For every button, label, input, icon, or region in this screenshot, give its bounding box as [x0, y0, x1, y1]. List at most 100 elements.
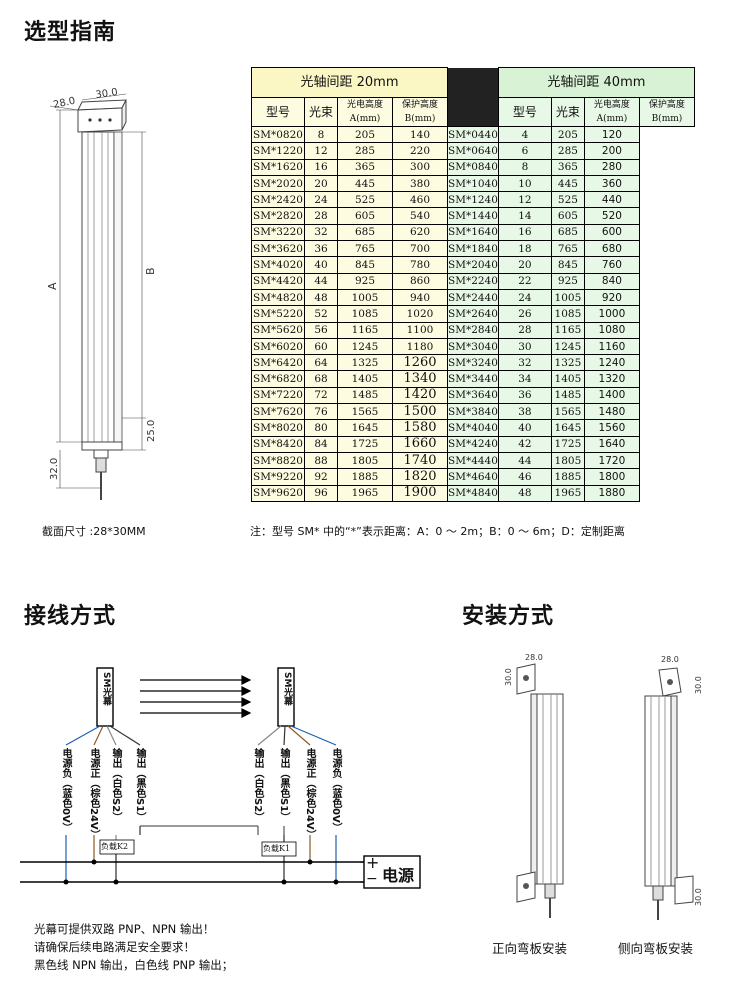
left-cell: 445: [337, 174, 393, 193]
wire-right-1: 输出（白色S2）: [252, 748, 263, 823]
right-cell: 1805: [550, 451, 585, 470]
left-cell: SM*4420: [251, 272, 305, 290]
right-cell: 6: [497, 142, 552, 160]
right-cell: 8: [497, 158, 552, 176]
left-cell: SM*7220: [251, 386, 305, 405]
left-cell: 1165: [337, 321, 393, 339]
wire-right-3: 电源正（棕色24V）: [304, 748, 315, 840]
left-cell: 1965: [337, 484, 393, 502]
right-cell: 48: [497, 484, 552, 502]
right-cell: 1245: [550, 337, 585, 356]
left-cell: 300: [392, 158, 448, 176]
right-cell: SM*1440: [447, 207, 499, 225]
right-cell: 525: [550, 191, 585, 209]
wiring-notes: 光幕可提供双路 PNP、NPN 输出！ 请确保后续电路满足安全要求！ 黑色线 N…: [34, 920, 233, 974]
left-cell: 540: [392, 207, 448, 225]
left-cell: SM*9220: [251, 468, 305, 486]
right-cell: 600: [583, 223, 640, 242]
left-cell: 1565: [337, 403, 393, 421]
right-cell: 26: [497, 305, 552, 323]
left-cell: 20: [304, 174, 338, 193]
right-cell: SM*2840: [447, 321, 499, 339]
left-cell: SM*6020: [251, 337, 305, 356]
left-cell: 1100: [392, 321, 448, 339]
col-beams-right: 光束: [550, 97, 585, 127]
left-cell: 860: [392, 272, 448, 290]
left-cell: 80: [304, 419, 338, 437]
left-cell: SM*8820: [251, 451, 305, 470]
header-20mm: 光轴间距 20mm: [251, 67, 448, 98]
left-cell: 1260: [392, 354, 448, 372]
right-cell: SM*2440: [447, 288, 499, 307]
left-cell: 605: [337, 207, 393, 225]
right-cell: 20: [497, 256, 552, 274]
selection-title: 选型指南: [24, 20, 117, 45]
light-curtain-dimension-drawing: 28.0 30.0 A B 25.0 32.0: [46, 87, 157, 500]
wire-left-3: 输出（白色S2）: [110, 748, 121, 823]
right-cell: 1240: [583, 354, 640, 372]
left-cell: SM*9620: [251, 484, 305, 502]
right-cell: SM*4440: [447, 451, 499, 470]
left-cell: 285: [337, 142, 393, 160]
left-cell: 48: [304, 288, 338, 307]
right-cell: 1560: [583, 419, 640, 437]
right-cell: 1005: [550, 288, 585, 307]
right-cell: 680: [583, 240, 640, 258]
col-a-left-line1: 光电高度: [346, 100, 383, 110]
left-cell: 16: [304, 158, 338, 176]
left-cell: 1245: [337, 337, 393, 356]
left-cell: 88: [304, 451, 338, 470]
left-cell: SM*6420: [251, 354, 305, 372]
left-cell: 1725: [337, 435, 393, 453]
right-cell: SM*3440: [447, 370, 499, 388]
left-cell: 1485: [337, 386, 393, 405]
left-cell: 845: [337, 256, 393, 274]
left-cell: 1020: [392, 305, 448, 323]
left-cell: SM*1220: [251, 142, 305, 160]
right-cell: SM*0640: [447, 142, 499, 160]
right-cell: 200: [583, 142, 640, 160]
left-cell: 940: [392, 288, 448, 307]
dim-30-label: 30.0: [95, 87, 119, 101]
col-b-left-line2: B(mm): [404, 114, 436, 124]
left-cell: 700: [392, 240, 448, 258]
wire-right-4: 电源负（蓝色0V）: [330, 748, 341, 833]
right-cell: 685: [550, 223, 585, 242]
left-cell: 76: [304, 403, 338, 421]
install-drawings: 28.0 30.0 28.0 30.0 30.0: [504, 653, 703, 920]
right-cell: 4: [497, 125, 552, 144]
right-cell: 44: [497, 451, 552, 470]
right-cell: 1165: [550, 321, 585, 339]
right-cell: 1725: [550, 435, 585, 453]
right-cell: 1885: [550, 468, 585, 486]
right-cell: 30: [497, 337, 552, 356]
left-cell: 925: [337, 272, 393, 290]
right-cell: 22: [497, 272, 552, 290]
right-cell: 1880: [583, 484, 640, 502]
left-cell: SM*2020: [251, 174, 305, 193]
left-cell: 205: [337, 125, 393, 144]
left-cell: 780: [392, 256, 448, 274]
right-cell: 285: [550, 142, 585, 160]
right-cell: SM*4240: [447, 435, 499, 453]
right-cell: SM*0440: [447, 125, 499, 144]
col-a-left-line2: A(mm): [349, 114, 381, 124]
right-cell: 32: [497, 354, 552, 372]
install-front-dim-28: 28.0: [525, 653, 543, 662]
install-front-dim-30: 30.0: [504, 668, 513, 686]
left-cell: 40: [304, 256, 338, 274]
right-cell: 1400: [583, 386, 640, 405]
right-cell: SM*4840: [447, 484, 499, 502]
right-cell: SM*3640: [447, 386, 499, 405]
power-label: 电源: [382, 866, 415, 885]
right-cell: 205: [550, 125, 585, 144]
col-a-right-line1: 光电高度: [593, 100, 630, 110]
left-cell: SM*3620: [251, 240, 305, 258]
